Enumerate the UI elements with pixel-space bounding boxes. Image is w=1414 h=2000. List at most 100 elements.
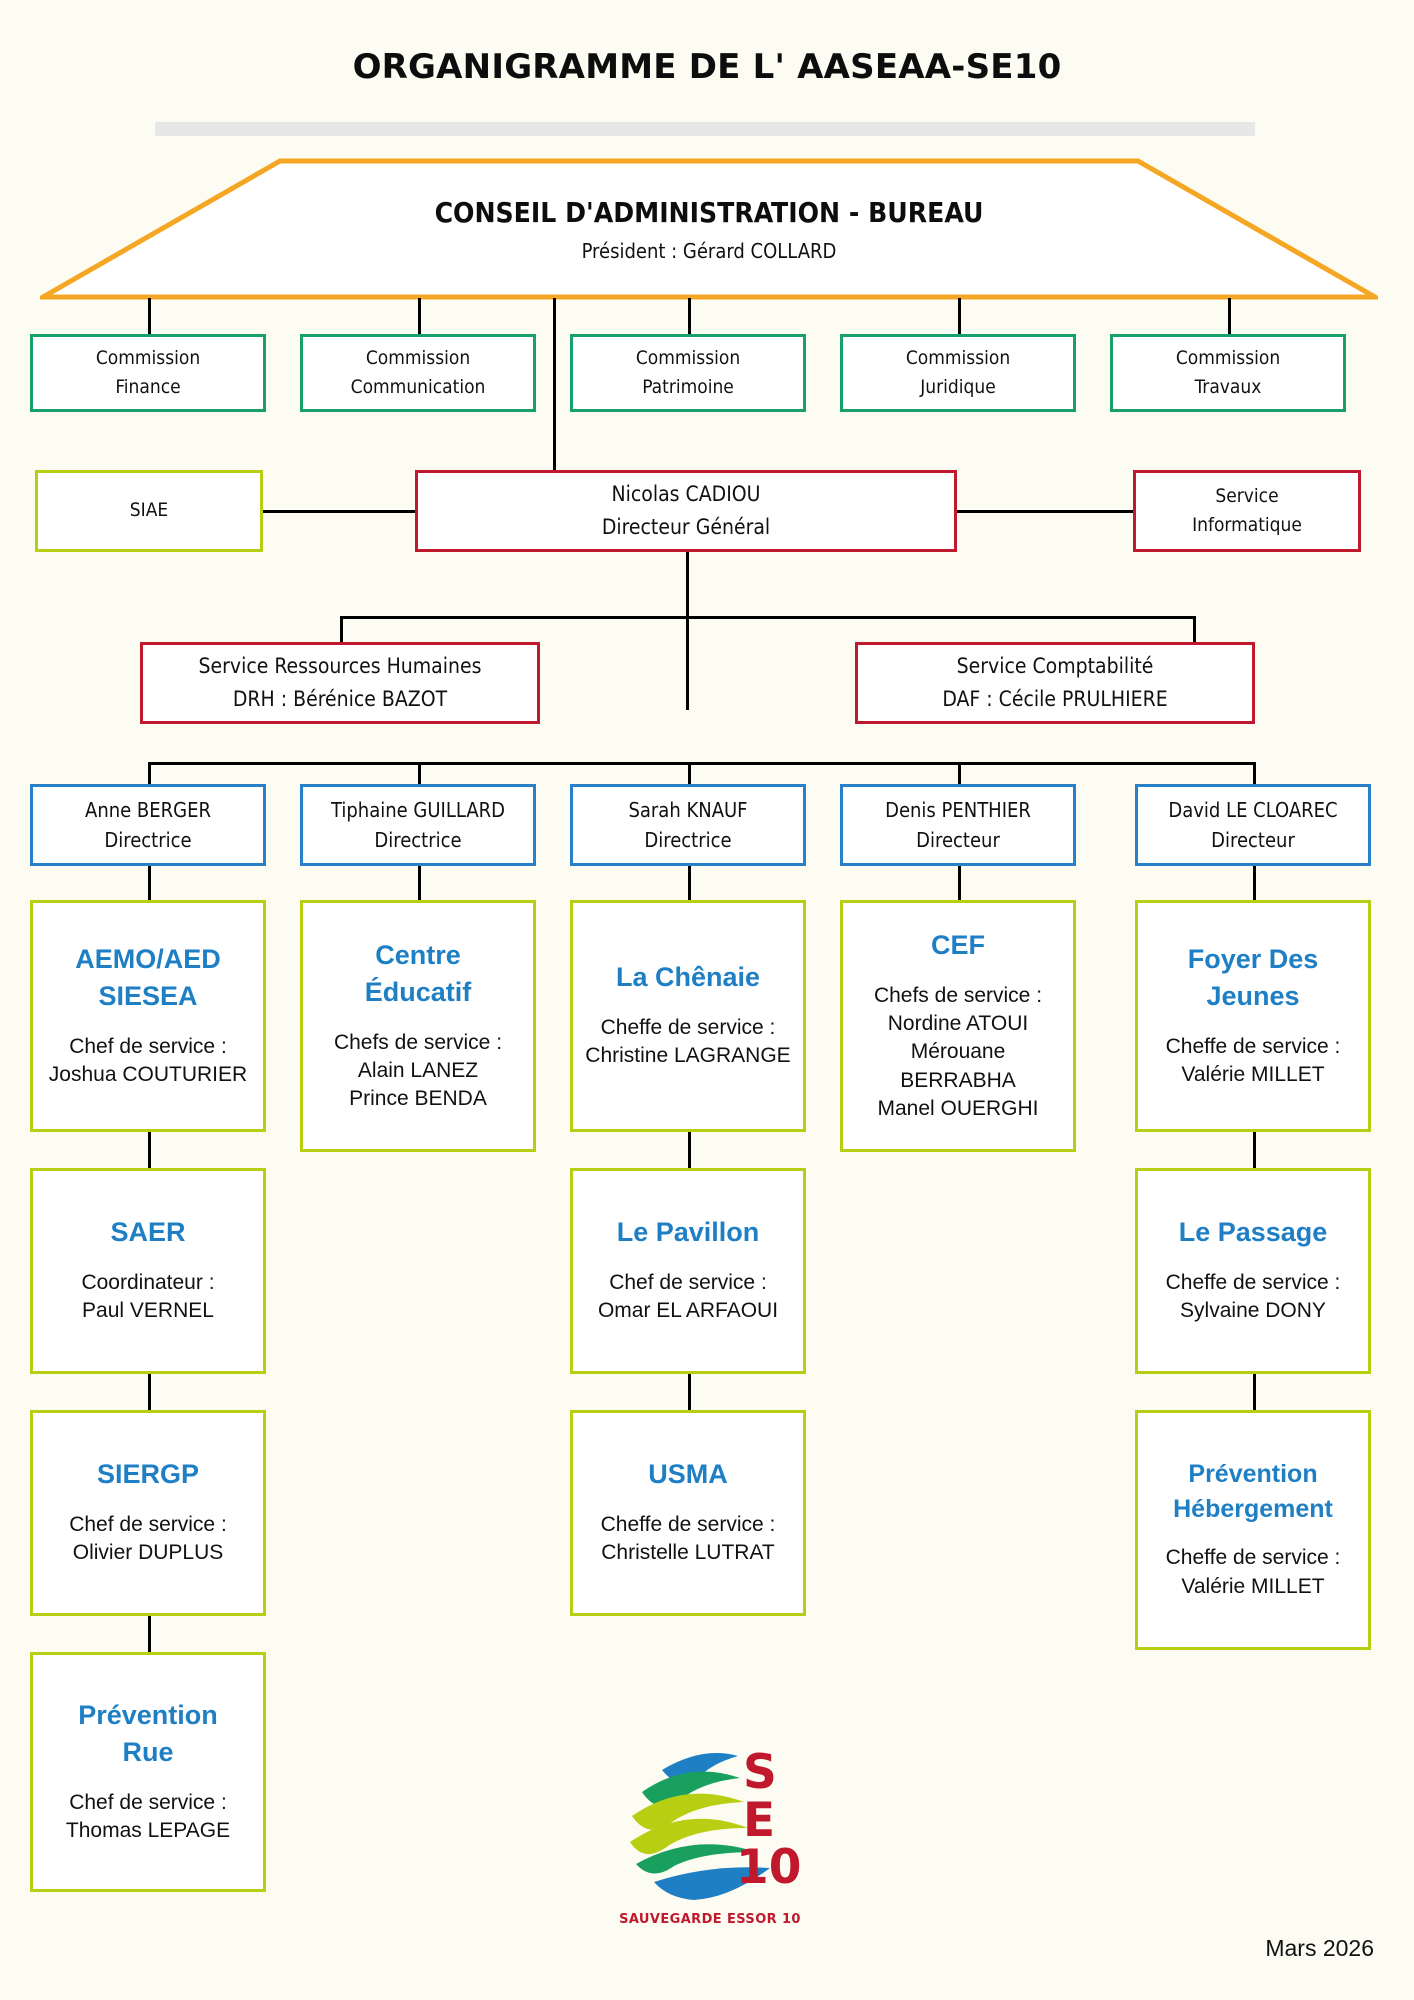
- unit-informatique-line1: Service: [1215, 484, 1279, 507]
- se10-globe-icon: S E 10: [630, 1745, 801, 1900]
- director-anne-berger[interactable]: Anne BERGER Directrice: [30, 784, 266, 866]
- c1s2-role-line1: Coordinateur :: [81, 1271, 215, 1295]
- c1s4-role-line1: Chef de service :: [69, 1790, 227, 1814]
- service-siergp[interactable]: SIERGP Chef de service : Olivier DUPLUS: [30, 1410, 266, 1616]
- connector-director-1: [148, 762, 151, 786]
- commission-communication[interactable]: Commission Communication: [300, 334, 536, 412]
- connector-directors-bracket: [148, 762, 1254, 765]
- c2s1-name-line1: Centre: [375, 939, 461, 970]
- c1s3-role-line1: Chef de service :: [69, 1513, 227, 1537]
- director-1-role: Directrice: [104, 828, 192, 852]
- commission-juridique[interactable]: Commission Juridique: [840, 334, 1076, 412]
- director-general-role: Directeur Général: [601, 515, 771, 539]
- connector-c4-s1: [958, 866, 961, 900]
- director-3-name: Sarah KNAUF: [628, 798, 748, 822]
- service-foyer-des-jeunes[interactable]: Foyer Des Jeunes Cheffe de service : Val…: [1135, 900, 1371, 1132]
- commission-juridique-line1: Commission: [905, 346, 1011, 369]
- director-general-name: Nicolas CADIOU: [611, 482, 761, 507]
- service-aemo-aed-siesea[interactable]: AEMO/AED SIESEA Chef de service : Joshua…: [30, 900, 266, 1132]
- director-2-role: Directrice: [374, 828, 462, 852]
- commission-finance-line2: Finance: [115, 376, 181, 398]
- board-trapezoid: CONSEIL D'ADMINISTRATION - BUREAU Présid…: [40, 158, 1378, 300]
- unit-siae[interactable]: SIAE: [35, 470, 263, 552]
- c3s3-name-line1: USMA: [648, 1459, 728, 1490]
- c2s1-name-line2: Éducatif: [364, 976, 472, 1007]
- c3s3-role-line1: Cheffe de service :: [600, 1513, 776, 1537]
- service-comptabilite[interactable]: Service Comptabilité DAF : Cécile PRULHI…: [855, 642, 1255, 724]
- director-tiphaine-guillard[interactable]: Tiphaine GUILLARD Directrice: [300, 784, 536, 866]
- rh-line1: Service Ressources Humaines: [198, 654, 482, 679]
- connector-c3-s2: [688, 1132, 691, 1168]
- c3s1-name-line1: La Chênaie: [615, 962, 761, 993]
- connector-dg-down: [686, 552, 689, 710]
- service-la-chenaie[interactable]: La Chênaie Cheffe de service : Christine…: [570, 900, 806, 1132]
- commission-travaux[interactable]: Commission Travaux: [1110, 334, 1346, 412]
- connector-dg-informatique: [955, 510, 1135, 513]
- c4s1-role-line4: Manel OUERGHI: [877, 1096, 1039, 1120]
- c1s1-name-line1: AEMO/AED: [75, 943, 221, 974]
- c5s2-role-line2: Sylvaine DONY: [1180, 1299, 1326, 1323]
- connector-c5-s2: [1253, 1132, 1256, 1168]
- compta-line2: DAF : Cécile PRULHIERE: [942, 687, 1168, 711]
- service-centre-educatif[interactable]: Centre Éducatif Chefs de service : Alain…: [300, 900, 536, 1152]
- connector-director-3: [688, 762, 691, 786]
- director-denis-penthier[interactable]: Denis PENTHIER Directeur: [840, 784, 1076, 866]
- connector-bracket-rh: [340, 616, 343, 644]
- service-prevention-hebergement[interactable]: Prévention Hébergement Cheffe de service…: [1135, 1410, 1371, 1650]
- connector-board-commission-1: [148, 298, 151, 336]
- footer-date: Mars 2026: [1265, 1935, 1374, 1961]
- c5s2-role-line1: Cheffe de service :: [1165, 1271, 1341, 1295]
- c1s2-role-line2: Paul VERNEL: [82, 1299, 214, 1323]
- connector-c1-s3: [148, 1374, 151, 1410]
- c1s4-name-line1: Prévention: [78, 1699, 218, 1730]
- page-title: ORGANIGRAMME DE L' AASEAA-SE10: [352, 47, 1062, 87]
- connector-c1-s4: [148, 1616, 151, 1652]
- c1s3-name-line1: SIERGP: [96, 1459, 200, 1490]
- c5s3-role-line2: Valérie MILLET: [1181, 1574, 1325, 1598]
- director-david-le-cloarec[interactable]: David LE CLOAREC Directeur: [1135, 784, 1371, 866]
- director-general-box[interactable]: Nicolas CADIOU Directeur Général: [415, 470, 957, 552]
- commission-patrimoine[interactable]: Commission Patrimoine: [570, 334, 806, 412]
- connector-c1-s1: [148, 866, 151, 900]
- c4s1-role-line3: Mérouane BERRABHA: [900, 1040, 1016, 1092]
- organization-logo: S E 10 SAUVEGARDE ESSOR 10: [600, 1740, 820, 1940]
- service-usma[interactable]: USMA Cheffe de service : Christelle LUTR…: [570, 1410, 806, 1616]
- commission-finance[interactable]: Commission Finance: [30, 334, 266, 412]
- unit-informatique-line2: Informatique: [1192, 514, 1302, 536]
- c1s1-role-line2: Joshua COUTURIER: [48, 1062, 248, 1086]
- c4s1-name-line1: CEF: [931, 930, 985, 961]
- logo-letter-s: S: [743, 1745, 777, 1800]
- commission-travaux-line2: Travaux: [1194, 376, 1262, 398]
- connector-board-commission-5: [1228, 298, 1231, 336]
- connector-c2-s1: [418, 866, 421, 900]
- connector-c5-s3: [1253, 1374, 1256, 1410]
- director-1-name: Anne BERGER: [85, 798, 211, 822]
- service-le-pavillon[interactable]: Le Pavillon Chef de service : Omar EL AR…: [570, 1168, 806, 1374]
- connector-c3-s1: [688, 866, 691, 900]
- commission-finance-line1: Commission: [95, 346, 201, 369]
- service-cef[interactable]: CEF Chefs de service : Nordine ATOUI Mér…: [840, 900, 1076, 1152]
- connector-board-commission-3: [688, 298, 691, 336]
- service-saer[interactable]: SAER Coordinateur : Paul VERNEL: [30, 1168, 266, 1374]
- unit-service-informatique[interactable]: Service Informatique: [1133, 470, 1361, 552]
- director-sarah-knauf[interactable]: Sarah KNAUF Directrice: [570, 784, 806, 866]
- connector-director-2: [418, 762, 421, 786]
- connector-board-dg: [553, 298, 556, 476]
- c2s1-role-line2: Alain LANEZ: [357, 1058, 479, 1082]
- service-prevention-rue[interactable]: Prévention Rue Chef de service : Thomas …: [30, 1652, 266, 1892]
- commission-communication-line2: Communication: [350, 376, 486, 398]
- c1s3-role-line2: Olivier DUPLUS: [72, 1541, 224, 1565]
- service-le-passage[interactable]: Le Passage Cheffe de service : Sylvaine …: [1135, 1168, 1371, 1374]
- director-5-role: Directeur: [1211, 828, 1295, 852]
- c5s3-role-line1: Cheffe de service :: [1165, 1546, 1341, 1570]
- connector-board-commission-4: [958, 298, 961, 336]
- c1s1-name-line2: SIESEA: [98, 980, 198, 1011]
- connector-board-commission-2: [418, 298, 421, 336]
- compta-line1: Service Comptabilité: [956, 654, 1154, 679]
- commission-communication-line1: Commission: [365, 346, 471, 369]
- c1s1-role-line1: Chef de service :: [69, 1034, 227, 1058]
- connector-c3-s3: [688, 1374, 691, 1410]
- service-ressources-humaines[interactable]: Service Ressources Humaines DRH : Béréni…: [140, 642, 540, 724]
- connector-support-bracket: [340, 616, 1196, 619]
